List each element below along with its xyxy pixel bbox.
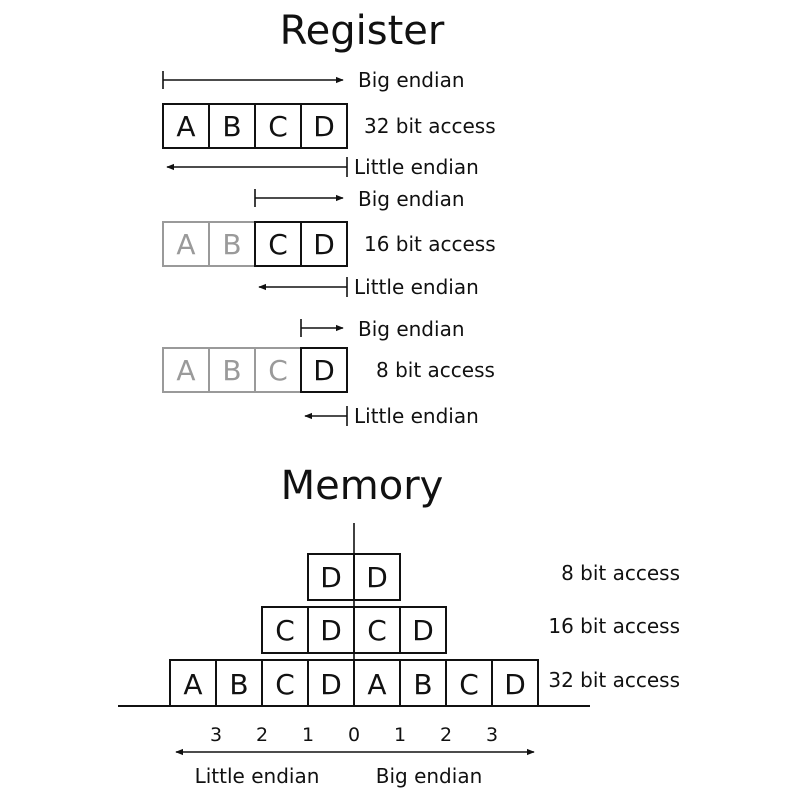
memory-cell-label: A bbox=[183, 668, 202, 701]
register-row-32bit: Big endian A B C D 32 bit access Little … bbox=[162, 68, 496, 179]
memory-row-16bit: C D C D 16 bit access bbox=[261, 606, 680, 654]
address-tick: 0 bbox=[348, 724, 360, 746]
register-cells: A B C D bbox=[162, 103, 348, 149]
register-cells: A B C D bbox=[162, 221, 348, 267]
register-cell-label: B bbox=[222, 354, 241, 387]
register-title: Register bbox=[280, 8, 445, 54]
little-endian-label: Little endian bbox=[354, 275, 479, 299]
address-tick: 2 bbox=[256, 724, 268, 746]
memory-cell bbox=[399, 606, 447, 654]
memory-cell-label: C bbox=[459, 668, 479, 701]
register-cell-label: D bbox=[313, 110, 335, 143]
address-tick: 1 bbox=[302, 724, 314, 746]
big-endian-label: Big endian bbox=[358, 187, 465, 211]
register-cell-label: C bbox=[268, 110, 288, 143]
register-cell-label: D bbox=[313, 228, 335, 261]
access-label: 8 bit access bbox=[561, 561, 680, 585]
access-label: 32 bit access bbox=[548, 668, 680, 692]
register-cell-label: C bbox=[268, 228, 288, 261]
memory-cell-label: C bbox=[275, 614, 295, 647]
memory-cell-label: A bbox=[367, 668, 386, 701]
address-tick: 1 bbox=[394, 724, 406, 746]
register-cell-label: B bbox=[222, 110, 241, 143]
little-endian-label: Little endian bbox=[354, 155, 479, 179]
address-tick: 3 bbox=[210, 724, 222, 746]
memory-row-32bit: A B C D A B C D 32 bit access bbox=[169, 659, 680, 707]
register-cell bbox=[300, 221, 348, 267]
address-tick: 3 bbox=[486, 724, 498, 746]
register-cell-label: A bbox=[176, 354, 195, 387]
address-tick-labels: 3 2 1 0 1 2 3 bbox=[210, 724, 498, 746]
memory-title: Memory bbox=[281, 463, 444, 509]
access-label: 16 bit access bbox=[548, 614, 680, 638]
register-cells: A B C D bbox=[162, 347, 348, 393]
big-endian-label: Big endian bbox=[358, 317, 465, 341]
little-endian-label: Little endian bbox=[354, 404, 479, 428]
register-cell-label: A bbox=[176, 110, 195, 143]
memory-cell-label: C bbox=[367, 614, 387, 647]
register-cell-label: C bbox=[268, 354, 288, 387]
big-endian-label: Big endian bbox=[358, 68, 465, 92]
register-cell-label: B bbox=[222, 228, 241, 261]
memory-cell-label: D bbox=[320, 614, 342, 647]
memory-cell-label: D bbox=[320, 561, 342, 594]
register-row-16bit: Big endian A B C D 16 bit access Little … bbox=[162, 187, 496, 299]
memory-row-8bit: D D 8 bit access bbox=[307, 553, 680, 601]
memory-little-endian-label: Little endian bbox=[195, 764, 320, 788]
memory-cell-label: D bbox=[366, 561, 388, 594]
memory-cell-label: B bbox=[413, 668, 432, 701]
register-cell-label: D bbox=[313, 354, 335, 387]
access-label: 32 bit access bbox=[364, 114, 496, 138]
memory-cell-label: C bbox=[275, 668, 295, 701]
address-tick: 2 bbox=[440, 724, 452, 746]
register-cell-label: A bbox=[176, 228, 195, 261]
memory-big-endian-label: Big endian bbox=[376, 764, 483, 788]
access-label: 16 bit access bbox=[364, 232, 496, 256]
memory-cell-label: D bbox=[504, 668, 526, 701]
memory-cell-label: B bbox=[229, 668, 248, 701]
register-cell bbox=[300, 103, 348, 149]
memory-cell bbox=[353, 553, 401, 601]
access-label: 8 bit access bbox=[376, 358, 495, 382]
memory-cell-label: D bbox=[412, 614, 434, 647]
register-row-8bit: Big endian A B C D 8 bit access Little e… bbox=[162, 317, 495, 428]
memory-cell-label: D bbox=[320, 668, 342, 701]
register-cell bbox=[300, 347, 348, 393]
